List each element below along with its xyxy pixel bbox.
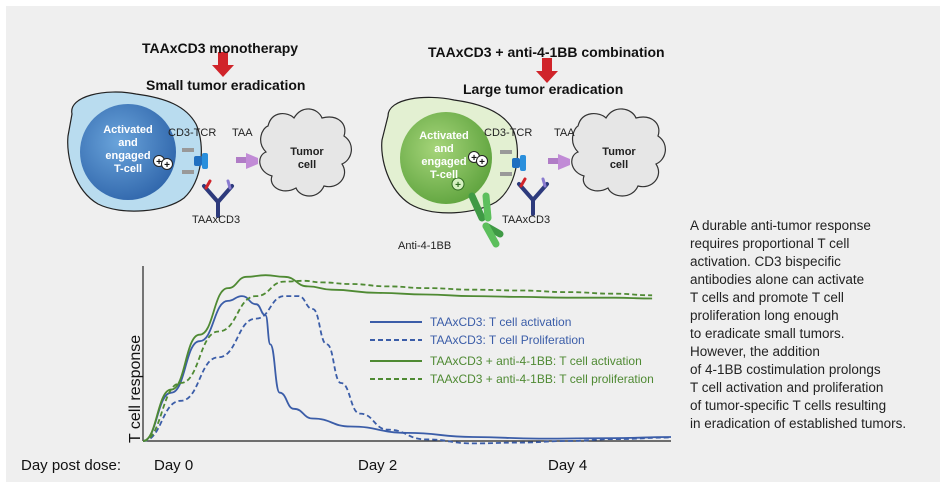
left-tumor-cell [259, 108, 352, 197]
left-down-arrow [212, 52, 234, 77]
right-panel-title: TAAxCD3 + anti-4-1BB combination [428, 44, 665, 60]
legend-label: TAAxCD3 + anti-4-1BB: T cell activation [430, 354, 642, 368]
legend-label: TAAxCD3: T cell Proliferation [430, 333, 585, 347]
right-cd3-tcr-icon [500, 150, 526, 176]
right-taaxcd3-label: TAAxCD3 [502, 214, 551, 226]
series-line-3 [142, 279, 653, 442]
svg-text:+: + [164, 160, 170, 171]
series-line-2 [142, 274, 653, 442]
left-taaxcd3-label: TAAxCD3 [192, 214, 241, 226]
right-t-cell [381, 96, 519, 214]
figure: + + [6, 6, 940, 482]
left-taa-icon [236, 153, 258, 169]
series-line-0 [142, 295, 672, 442]
left-panel-result: Small tumor eradication [146, 77, 306, 93]
right-cd3-tcr-label: CD3-TCR [484, 127, 533, 139]
left-taaxcd3-antibody-icon [202, 179, 234, 218]
svg-text:+: + [455, 180, 461, 191]
right-tumor-cell [571, 108, 666, 197]
right-taaxcd3-antibody-icon [517, 177, 549, 216]
anti-4-1bb-label: Anti-4-1BB [398, 240, 452, 252]
right-activation-markers: + + + [451, 151, 488, 191]
svg-text:+: + [471, 153, 477, 164]
mechanism-diagram: + + [67, 52, 666, 248]
x-axis-label: Day post dose: [21, 457, 122, 474]
y-axis-label: T cell response [127, 334, 144, 443]
left-activation-markers: + + [153, 155, 173, 171]
right-down-arrow [536, 58, 558, 83]
legend-label: TAAxCD3: T cell activation [430, 315, 572, 329]
left-t-cell [67, 91, 202, 212]
right-taa-label: TAA [554, 127, 575, 139]
x-tick-label: Day 4 [548, 457, 588, 474]
left-taa-label: TAA [232, 127, 253, 139]
x-tick-label: Day 0 [154, 457, 194, 474]
x-tick-label: Day 2 [358, 457, 398, 474]
left-panel-title: TAAxCD3 monotherapy [142, 40, 299, 56]
legend-swatches [370, 321, 422, 380]
description-text: A durable anti-tumor response requires p… [690, 218, 907, 431]
legend-label: TAAxCD3 + anti-4-1BB: T cell proliferati… [430, 372, 654, 386]
right-taa-icon [548, 154, 570, 170]
anti-4-1bb-antibody-icon [468, 192, 504, 248]
left-cd3-tcr-label: CD3-TCR [168, 127, 217, 139]
left-cd3-tcr-icon [182, 148, 208, 174]
svg-text:+: + [156, 157, 162, 168]
svg-text:+: + [479, 157, 485, 168]
right-panel-result: Large tumor eradication [463, 81, 624, 97]
legend-body: TAAxCD3: T cell activation TAAxCD3: T ce… [368, 315, 788, 399]
response-line-chart [142, 266, 672, 445]
series-line-1 [142, 295, 672, 445]
